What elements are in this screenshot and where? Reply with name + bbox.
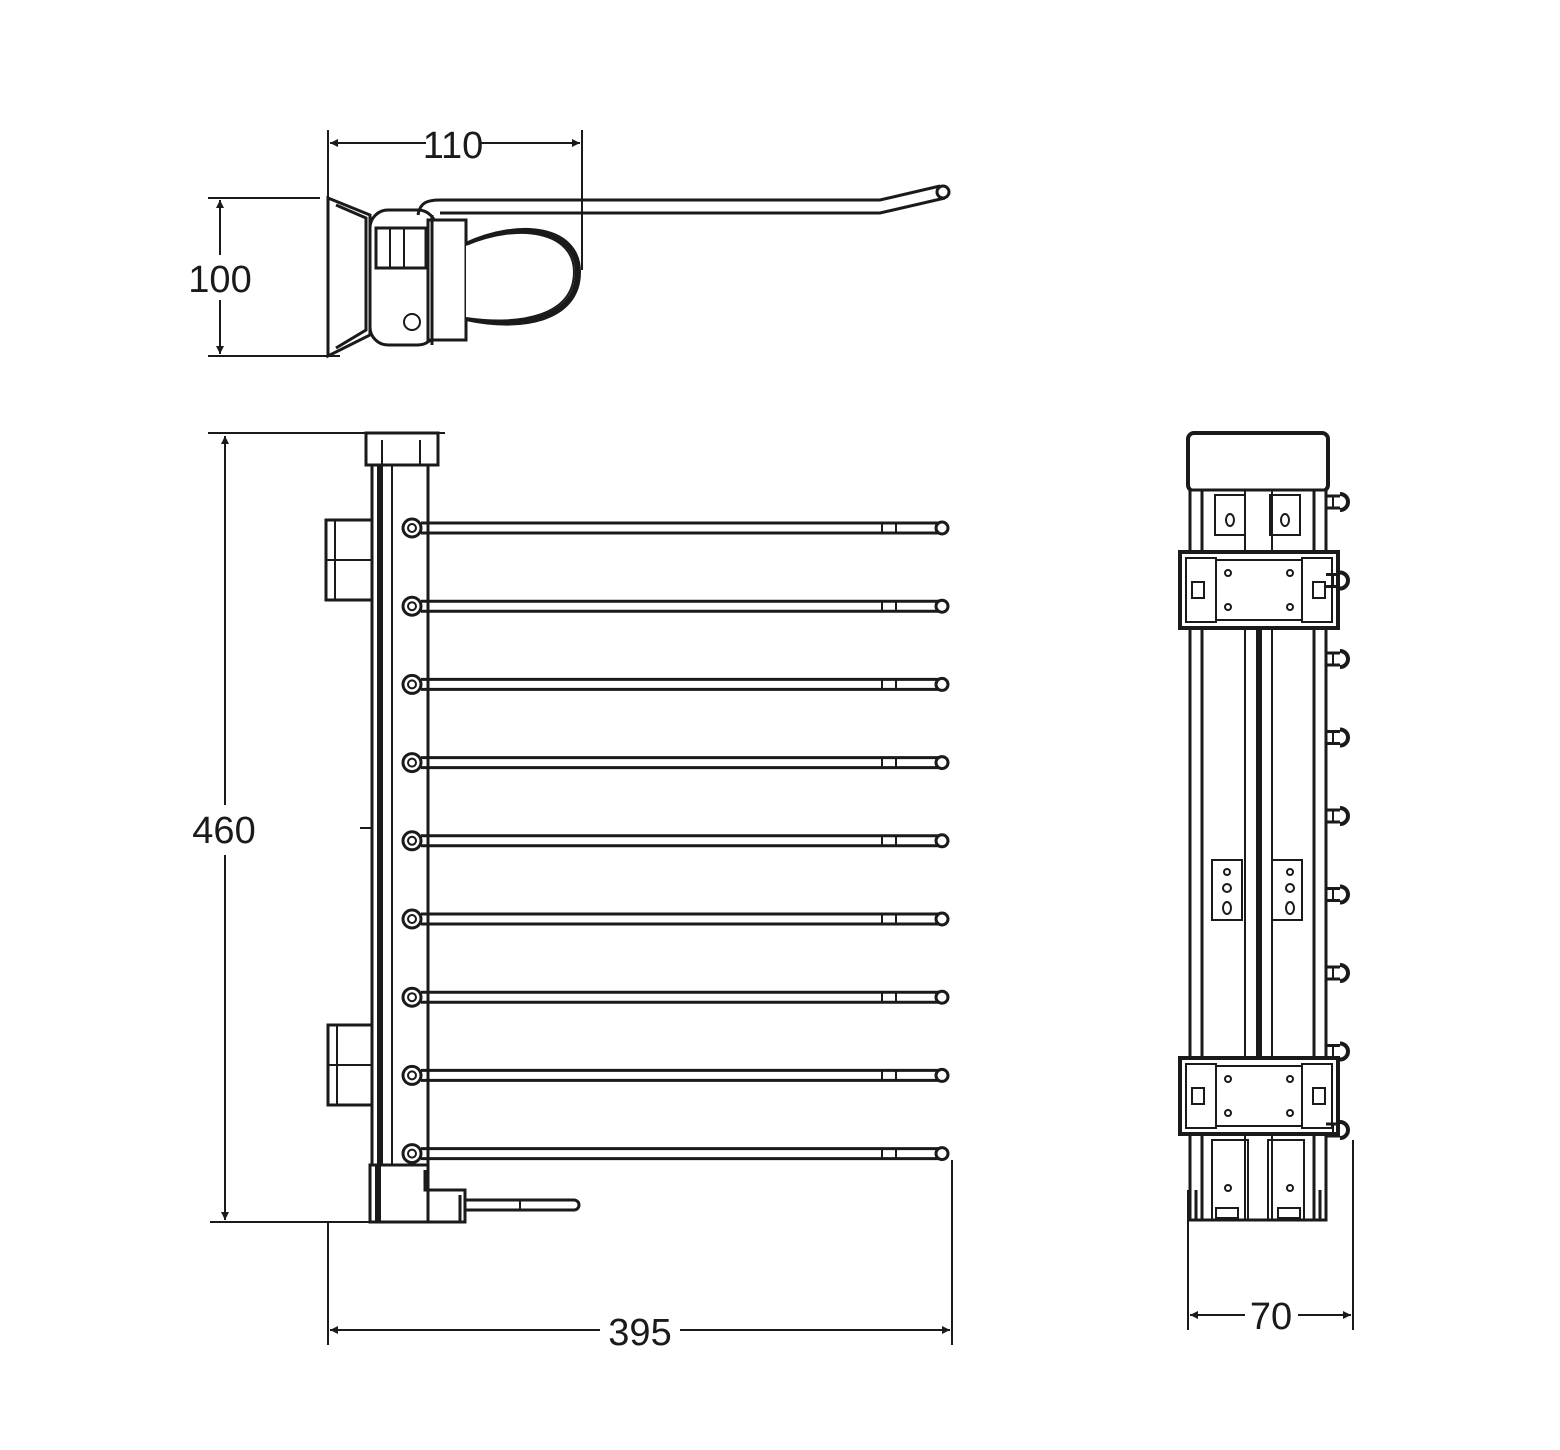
dim-top-width-label: 110 [423, 125, 484, 167]
front-bars [401, 517, 950, 1165]
dim-side-width-label: 70 [1250, 1296, 1292, 1338]
side-hook [1326, 806, 1350, 826]
hanger-bar [401, 673, 950, 695]
side-hook [1326, 884, 1350, 905]
side-hook [1326, 727, 1350, 748]
side-hook [1326, 492, 1350, 512]
front-view: 460 395 [192, 431, 953, 1354]
hanger-bar [401, 517, 950, 539]
side-hook [1326, 649, 1350, 669]
side-view: 70 [1178, 431, 1354, 1338]
dim-front-width: 395 [327, 1160, 953, 1354]
dim-top-height-label: 100 [188, 259, 251, 301]
hanger-bar [401, 1143, 950, 1165]
dim-front-width-label: 395 [608, 1312, 671, 1354]
side-hook [1326, 963, 1350, 983]
dim-top-width: 110 [327, 125, 583, 270]
hanger-bar [401, 986, 950, 1008]
top-view: 110 100 [188, 125, 951, 359]
dim-side-width: 70 [1187, 1140, 1354, 1338]
side-hook [1326, 1120, 1350, 1140]
side-hook [1326, 1041, 1350, 1062]
side-hook [1326, 570, 1350, 591]
dim-top-height: 100 [188, 197, 340, 357]
hanger-bar [401, 752, 950, 774]
dim-front-height: 460 [192, 432, 445, 1223]
hanger-bar [401, 595, 950, 617]
dim-front-height-label: 460 [192, 810, 255, 852]
hanger-bar [401, 1064, 950, 1086]
hanger-bar [401, 830, 950, 852]
hanger-bar [401, 908, 950, 930]
side-hooks [1326, 492, 1350, 1140]
